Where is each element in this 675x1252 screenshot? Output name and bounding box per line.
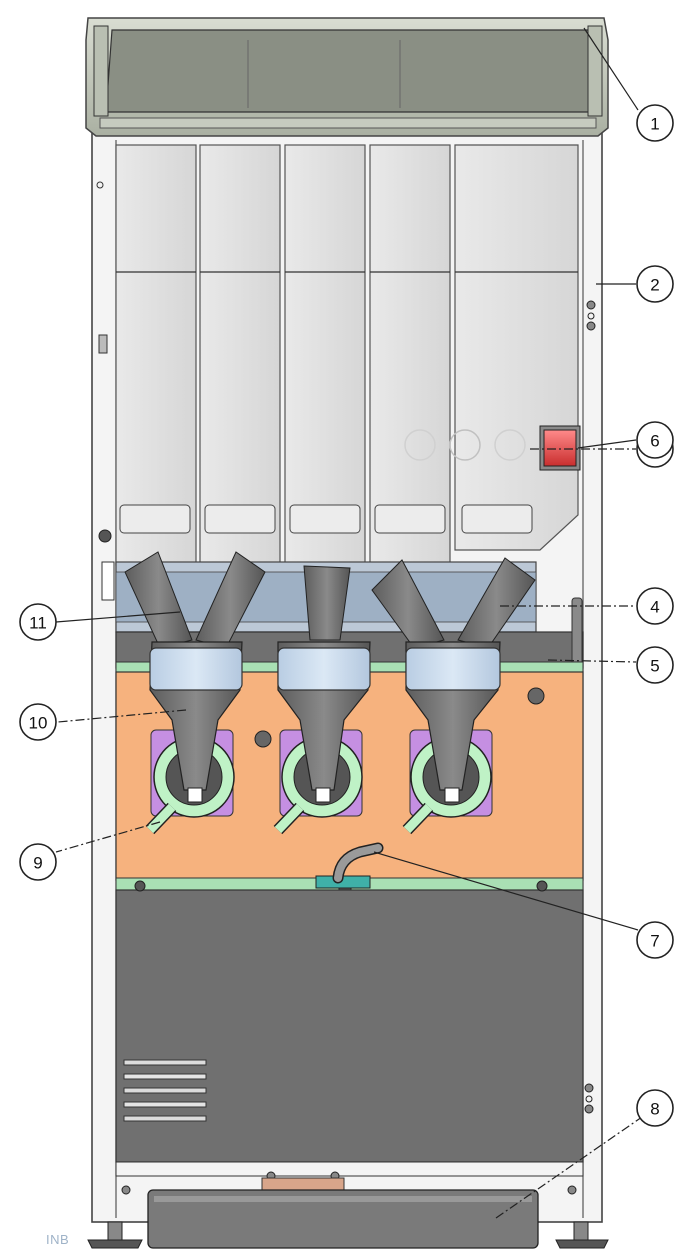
callout-7-label: 7 xyxy=(650,932,659,951)
adjustable-feet xyxy=(87,1221,609,1249)
canister-4 xyxy=(369,144,451,566)
callout-2-label: 2 xyxy=(650,276,659,295)
callout-5-label: 5 xyxy=(650,657,659,676)
callout-4-label: 4 xyxy=(650,598,659,617)
callout-9: 9 xyxy=(19,843,57,881)
canister-1 xyxy=(115,144,197,566)
mixing-unit-1 xyxy=(124,551,266,835)
callout-5: 5 xyxy=(636,646,674,684)
callout-2: 2 xyxy=(636,265,674,303)
ingredient-canisters xyxy=(115,144,579,633)
callout-11-label: 11 xyxy=(29,614,47,633)
callout-7: 7 xyxy=(636,921,674,959)
callout-10: 10 xyxy=(19,703,57,741)
power-switch[interactable] xyxy=(539,425,581,471)
callout-10-label: 10 xyxy=(29,714,48,733)
callout-1: 1 xyxy=(636,104,674,142)
document-code-watermark: INB xyxy=(46,1232,70,1247)
mixing-unit-2 xyxy=(273,565,371,835)
canister-3 xyxy=(284,144,366,566)
callout-6-marker: 6 xyxy=(636,421,674,459)
callout-8-label: 8 xyxy=(650,1100,659,1119)
callout-1-label: 1 xyxy=(650,115,659,134)
drip-tray[interactable] xyxy=(147,1177,539,1249)
canister-2 xyxy=(199,144,281,566)
callout-8: 8 xyxy=(636,1089,674,1127)
leader-lines xyxy=(55,27,643,1219)
callout-4: 4 xyxy=(636,587,674,625)
callout-9-label: 9 xyxy=(33,854,42,873)
mixing-unit-3 xyxy=(371,557,536,835)
callout-6-label: 6 xyxy=(650,432,659,451)
ventilation-slots xyxy=(123,1059,207,1122)
callout-11: 11 xyxy=(19,603,57,641)
lower-panel xyxy=(115,880,584,1195)
top-tray xyxy=(85,17,609,137)
